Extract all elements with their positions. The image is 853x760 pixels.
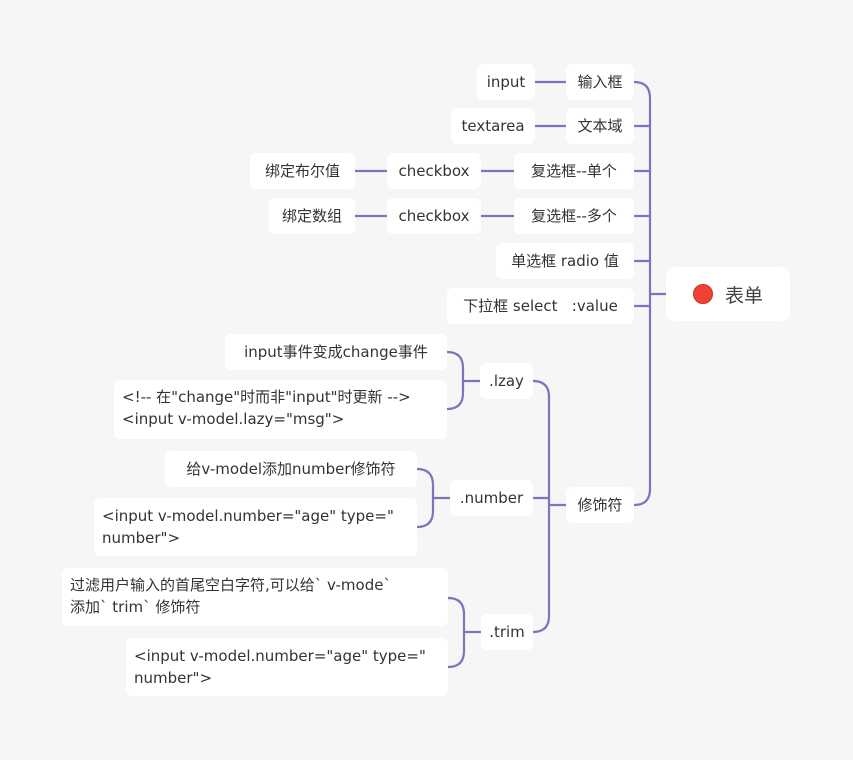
code-line: <!-- 在"change"时而非"input"时更新 --> <box>122 388 411 406</box>
node-textarea-box[interactable]: 文本域 <box>566 108 634 144</box>
node-checkbox-single-child[interactable]: checkbox <box>387 153 481 189</box>
code-line: number"> <box>102 529 181 547</box>
node-trim-desc[interactable]: 过滤用户输入的首尾空白字符,可以给` v-mode` 添加` trim` 修饰符 <box>62 568 448 626</box>
node-number-code[interactable]: <input v-model.number="age" type=" numbe… <box>94 498 417 556</box>
node-checkbox-multi[interactable]: 复选框--多个 <box>514 198 634 234</box>
connector-root-spine <box>632 80 652 507</box>
node-lazy-desc[interactable]: input事件变成change事件 <box>225 334 447 370</box>
node-checkbox-multi-child[interactable]: checkbox <box>387 198 481 234</box>
node-radio[interactable]: 单选框 radio 值 <box>496 243 634 279</box>
node-checkbox-single[interactable]: 复选框--单个 <box>514 153 634 189</box>
node-input[interactable]: input <box>477 64 535 100</box>
node-lazy[interactable]: .lzay <box>480 363 533 399</box>
node-modifiers[interactable]: 修饰符 <box>566 487 634 523</box>
node-trim-code[interactable]: <input v-model.number="age" type=" numbe… <box>126 638 448 696</box>
root-label: 表单 <box>724 284 763 307</box>
node-trim[interactable]: .trim <box>481 614 533 650</box>
node-lazy-code[interactable]: <!-- 在"change"时而非"input"时更新 --> <input v… <box>114 380 447 439</box>
code-line: number"> <box>134 669 213 687</box>
node-bind-array[interactable]: 绑定数组 <box>269 198 355 234</box>
node-number[interactable]: .number <box>450 480 533 516</box>
node-select[interactable]: 下拉框 select :value <box>447 288 634 324</box>
root-node-form[interactable]: 表单 <box>666 267 790 321</box>
node-bind-boolean[interactable]: 绑定布尔值 <box>250 153 355 189</box>
desc-line: 过滤用户输入的首尾空白字符,可以给` v-mode` <box>70 576 391 594</box>
connector-modifiers-spine <box>531 379 551 634</box>
code-line: <input v-model.lazy="msg"> <box>122 410 345 428</box>
desc-line: 添加` trim` 修饰符 <box>70 598 201 616</box>
code-line: <input v-model.number="age" type=" <box>134 647 426 665</box>
code-line: <input v-model.number="age" type=" <box>102 507 394 525</box>
node-input-box[interactable]: 输入框 <box>566 64 634 100</box>
red-dot-icon <box>692 284 713 304</box>
node-number-desc[interactable]: 给v-model添加number修饰符 <box>165 451 417 487</box>
node-textarea[interactable]: textarea <box>451 108 535 144</box>
